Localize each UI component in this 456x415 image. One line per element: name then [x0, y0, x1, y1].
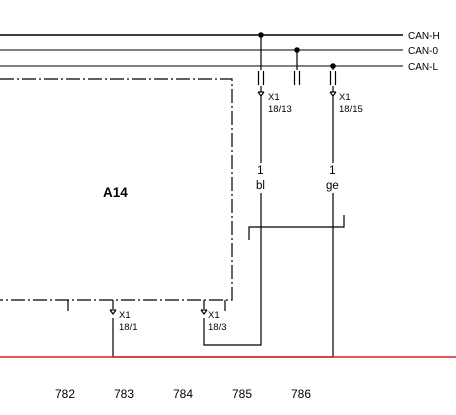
- sheet-number: 785: [232, 387, 252, 401]
- connector-x1-pin: 18/15: [339, 104, 363, 115]
- wire-color: ge: [326, 180, 339, 192]
- twisted-pair-mark: [257, 71, 337, 85]
- sheet-number: 786: [291, 387, 311, 401]
- module-edge-ticks: [67, 300, 226, 311]
- can-l-label: CAN-L: [408, 62, 438, 73]
- connector-x1-name: X1: [268, 92, 280, 103]
- shield-bracket: [248, 215, 345, 240]
- connector-symbol-18-3: [200, 300, 208, 315]
- connector-symbol-18-1: [109, 300, 117, 315]
- wire-number: 1: [329, 163, 336, 177]
- sheet-number: 783: [114, 387, 134, 401]
- module-label: A14: [103, 185, 128, 200]
- can-0-label: CAN-0: [408, 46, 438, 57]
- wire-number: 1: [257, 163, 264, 177]
- connector-x1-name: X1: [119, 310, 131, 321]
- connector-x1-pin: 18/13: [268, 104, 292, 115]
- connector-symbol-18-15: [329, 86, 337, 97]
- wire-color: bl: [256, 180, 265, 192]
- can-bus: [0, 34, 403, 67]
- connector-x1-name: X1: [339, 92, 351, 103]
- connector-symbol-18-13: [257, 86, 265, 97]
- can-h-label: CAN-H: [408, 31, 440, 42]
- module-a14-box: [0, 78, 233, 301]
- connector-x1-name: X1: [208, 310, 220, 321]
- sheet-number: 784: [173, 387, 193, 401]
- connector-x1-pin: 18/1: [119, 322, 138, 333]
- connector-x1-pin: 18/3: [208, 322, 227, 333]
- bus-drops: [260, 35, 334, 70]
- sheet-number: 782: [55, 387, 75, 401]
